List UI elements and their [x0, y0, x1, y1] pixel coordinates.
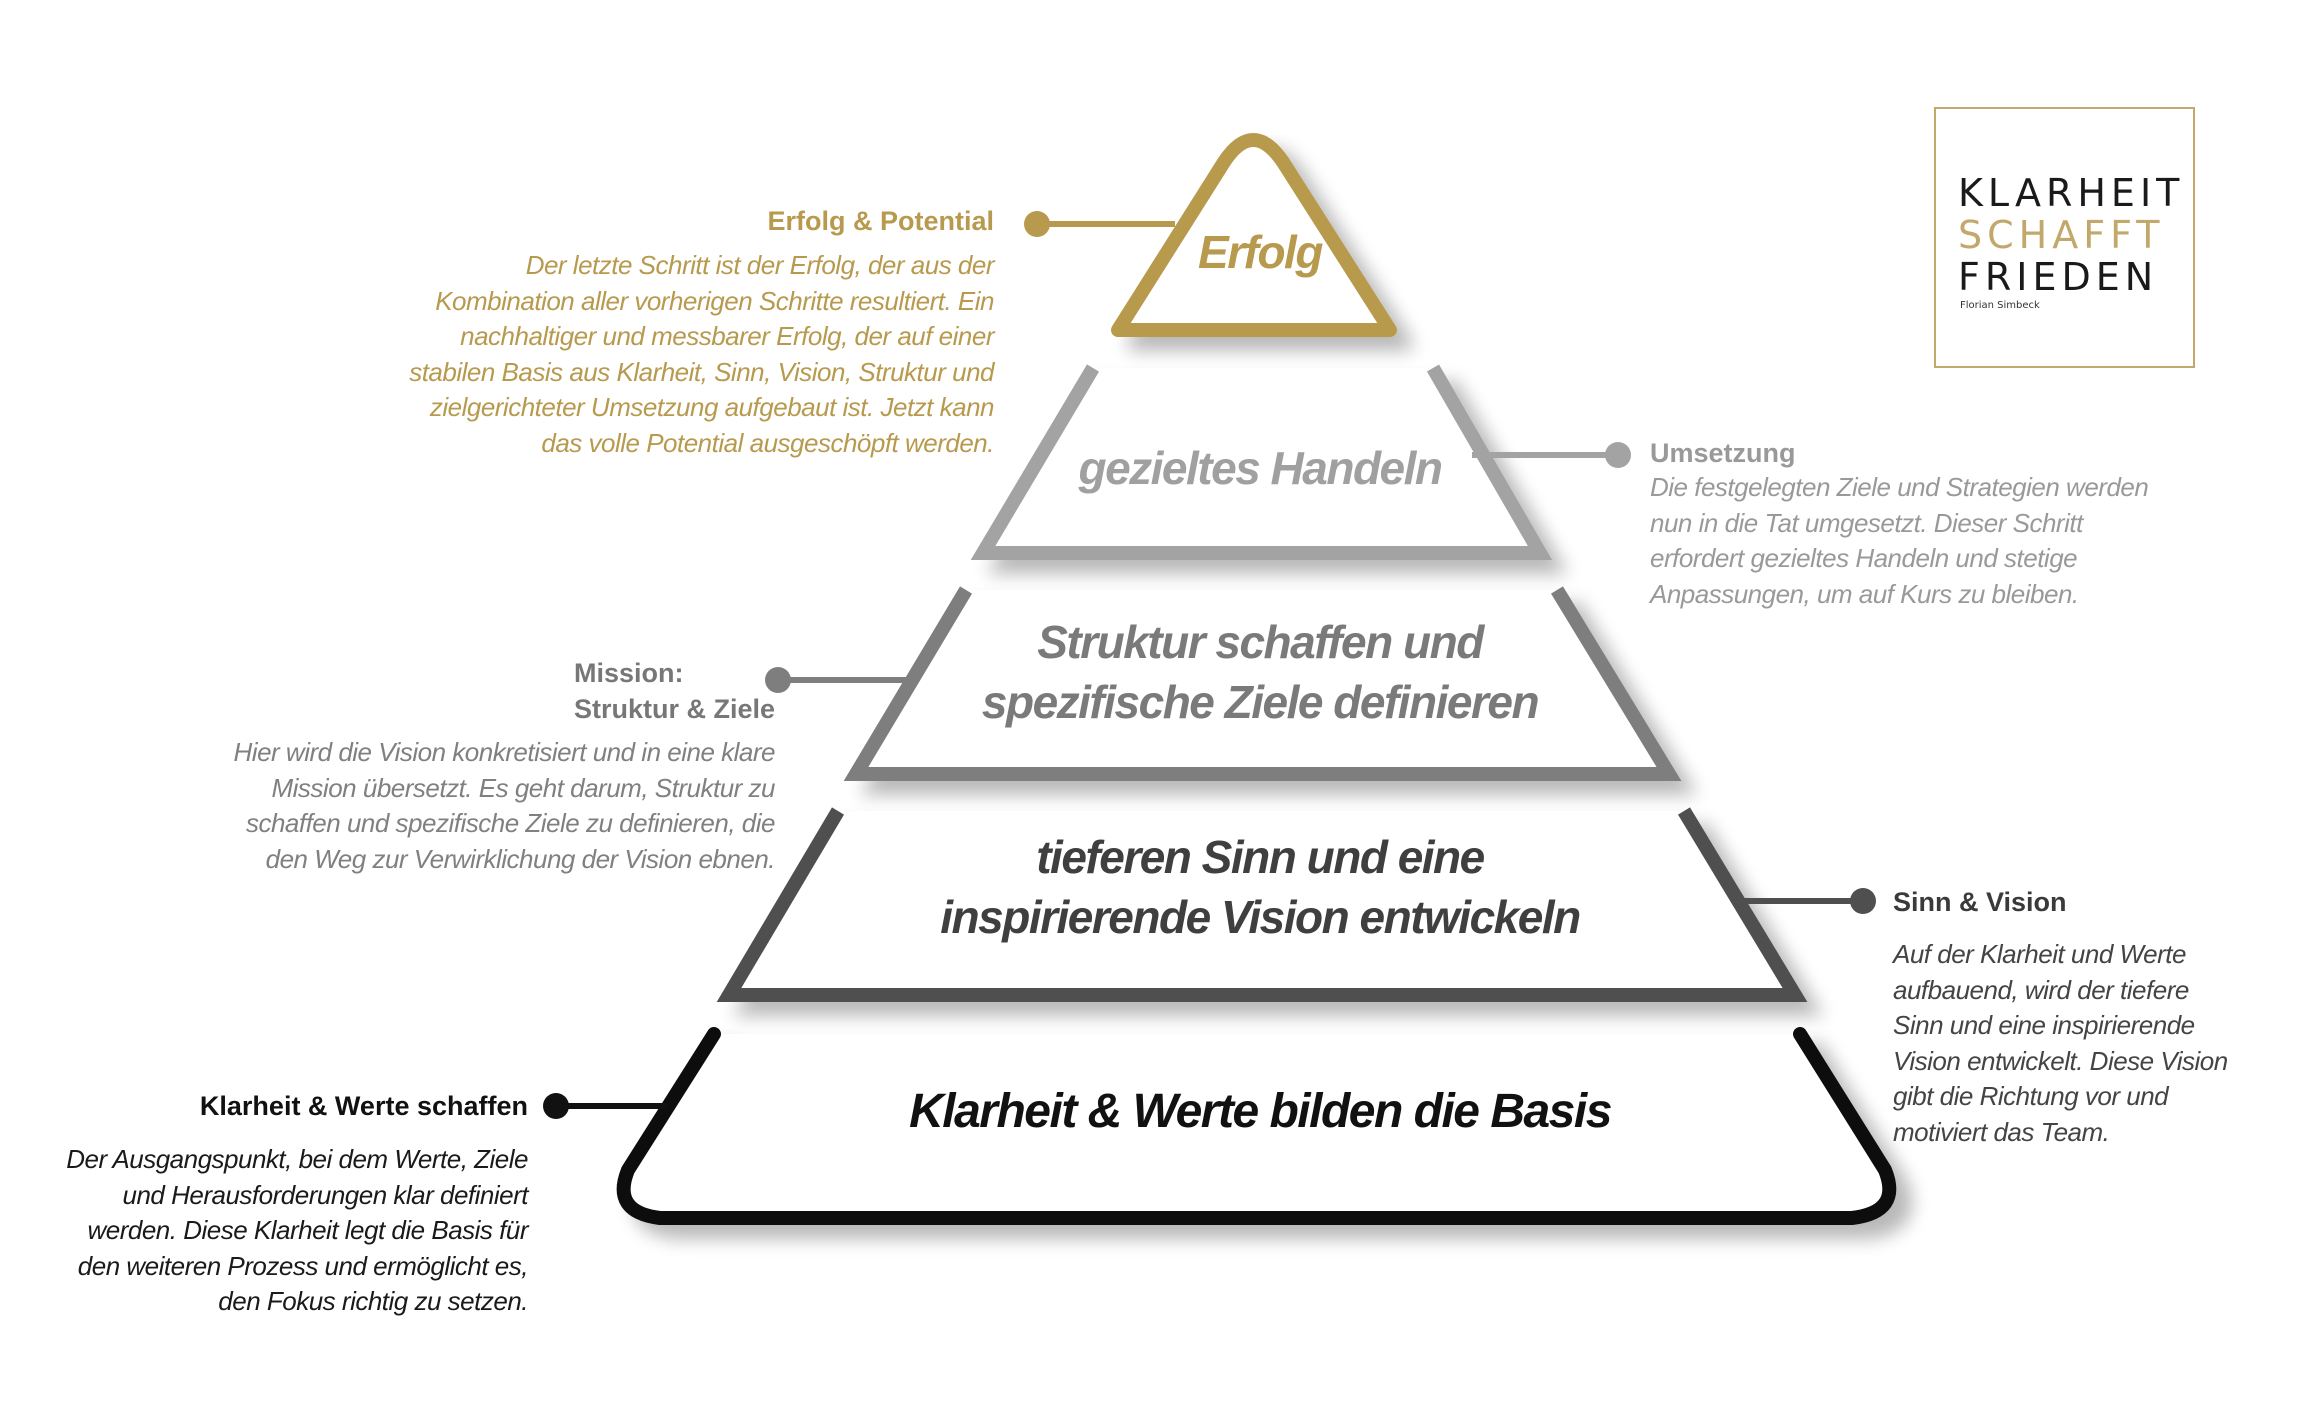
level-label-sinn-1: tieferen Sinn und eine [1036, 831, 1485, 883]
pyramid-level-basis [616, 1027, 1897, 1225]
logo-line-1: KLARHEIT [1958, 171, 2185, 215]
desc-line: nachhaltiger und messbarer Erfolg, der a… [460, 321, 994, 351]
desc-body-mission: Hier wird die Vision konkretisiert und i… [175, 735, 776, 877]
desc-title-erfolg: Erfolg & Potential [767, 206, 994, 236]
desc-line: stabilen Basis aus Klarheit, Sinn, Visio… [409, 356, 994, 387]
desc-line: Kombination aller vorherigen Schritte re… [435, 285, 994, 316]
desc-line: Der letzte Schritt ist der Erfolg, der a… [525, 250, 995, 280]
desc-line: nun in die Tat umgesetzt. Dieser Schritt [1650, 507, 2083, 538]
logo-line-3: FRIEDEN [1958, 255, 2159, 299]
desc-line: den Fokus richtig zu setzen. [218, 1286, 528, 1316]
desc-line: gibt die Richtung vor und [1893, 1081, 2169, 1111]
desc-line: Die festgelegten Ziele und Strategien we… [1650, 472, 2149, 502]
desc-line: werden. Diese Klarheit legt die Basis fü… [87, 1215, 528, 1245]
desc-line: schaffen und spezifische Ziele zu defini… [245, 808, 776, 838]
desc-title-mission-line1: Mission: [573, 658, 684, 688]
desc-body-sinn: Auf der Klarheit und Werte aufbauend, wi… [1893, 937, 2273, 1150]
desc-line: Mission übersetzt. Es geht darum, Strukt… [271, 772, 776, 803]
desc-line: Anpassungen, um auf Kurs zu bleiben. [1650, 578, 2079, 609]
desc-body-umsetzung: Die festgelegten Ziele und Strategien we… [1650, 470, 2210, 612]
desc-line: Auf der Klarheit und Werte [1893, 939, 2186, 969]
desc-line: den weiteren Prozess und ermöglicht es, [77, 1250, 529, 1281]
level-label-struktur-2: spezifische Ziele definieren [981, 676, 1540, 728]
connector-dot-erfolg [1024, 211, 1050, 237]
desc-line: motiviert das Team. [1893, 1116, 2110, 1147]
desc-title-klarheit: Klarheit & Werte schaffen [199, 1091, 528, 1121]
level-label-sinn-2: inspirierende Vision entwickeln [940, 891, 1581, 943]
pyramid-level-erfolg-outline [1111, 133, 1397, 337]
desc-line: Vision entwickelt. Diese Vision [1893, 1045, 2228, 1076]
level-label-basis: Klarheit & Werte bilden die Basis [909, 1085, 1612, 1138]
desc-title-umsetzung: Umsetzung [1650, 438, 1796, 468]
connector-dot-klarheit [543, 1093, 569, 1119]
connector-dot-umsetzung [1605, 442, 1631, 468]
connector-dot-sinn [1850, 888, 1876, 914]
connector-dot-mission [765, 667, 791, 693]
level-label-handeln: gezieltes Handeln [1078, 442, 1443, 494]
desc-line: erfordert gezieltes Handeln und stetige [1650, 543, 2078, 573]
desc-body-klarheit: Der Ausgangspunkt, bei dem Werte, Ziele … [8, 1142, 528, 1320]
brand-logo: KLARHEIT SCHAFFT FRIEDEN Florian Simbeck [1934, 107, 2195, 368]
desc-line: zielgerichteter Umsetzung aufgebaut ist.… [429, 392, 995, 422]
desc-title-mission-line2: Struktur & Ziele [573, 694, 775, 724]
desc-line: aufbauend, wird der tiefere [1893, 974, 2189, 1005]
desc-body-erfolg: Der letzte Schritt ist der Erfolg, der a… [354, 248, 994, 461]
desc-line: den Weg zur Verwirklichung der Vision eb… [265, 843, 776, 874]
desc-line: Sinn und eine inspirierende [1893, 1010, 2195, 1040]
logo-line-2: SCHAFFT [1958, 213, 2165, 257]
desc-line: Hier wird die Vision konkretisiert und i… [233, 737, 776, 767]
pyramid-level-handeln [970, 364, 1553, 560]
logo-subtitle: Florian Simbeck [1960, 300, 2040, 311]
level-label-struktur-1: Struktur schaffen und [1037, 616, 1484, 668]
desc-title-sinn: Sinn & Vision [1893, 887, 2067, 917]
desc-line: und Herausforderungen klar definiert [122, 1179, 529, 1210]
level-label-erfolg: Erfolg [1198, 226, 1323, 278]
desc-title-mission: Mission: Struktur & Ziele [574, 655, 775, 727]
desc-line: Der Ausgangspunkt, bei dem Werte, Ziele [66, 1144, 528, 1174]
desc-line: das volle Potential ausgeschöpft werden. [541, 427, 994, 458]
